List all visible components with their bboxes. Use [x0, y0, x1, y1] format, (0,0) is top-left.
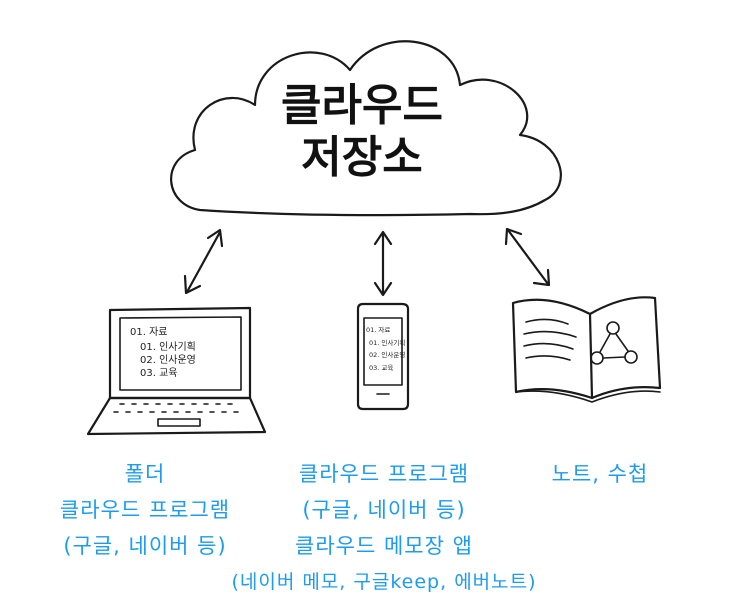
arrow-cloud-laptop	[183, 228, 224, 295]
caption-left: 폴더 클라우드 프로그램 (구글, 네이버 등)	[40, 456, 250, 564]
caption-left-line-2: 클라우드 프로그램	[59, 498, 231, 522]
arrow-cloud-phone	[373, 230, 393, 297]
cloud-title-line2: 저장소	[301, 132, 422, 183]
caption-middle-line-2: (구글, 네이버 등)	[302, 498, 466, 522]
notebook-bottom-edge	[515, 390, 661, 403]
phone-screen-line-1: 01. 자료	[366, 325, 390, 334]
caption-middle-line-1: 클라우드 프로그램	[298, 462, 470, 486]
notebook-text-lines	[523, 318, 577, 361]
cloud: 클라우드 저장소	[170, 40, 562, 217]
cloud-title-line1: 클라우드	[281, 80, 443, 131]
laptop-screen-line-1: 01. 자료	[130, 326, 167, 338]
laptop-screen-line-4: 03. 교육	[140, 367, 177, 379]
phone-icon: 01. 자료 01. 인사기획 02. 인사운영 03. 교육	[356, 302, 410, 411]
phone-screen	[363, 317, 403, 386]
laptop-screen-line-3: 02. 인사운영	[140, 354, 196, 366]
phone-body	[356, 302, 410, 411]
caption-middle-line-3: 클라우드 메모장 앱	[295, 534, 473, 558]
notebook-network-diagram	[590, 321, 638, 365]
phone-screen-line-3: 02. 인사운영	[369, 350, 405, 359]
laptop-screen-line-2: 01. 인사기획	[140, 341, 196, 353]
phone-screen-line-4: 03. 교육	[369, 364, 393, 372]
caption-left-line-1: 폴더	[124, 462, 166, 486]
caption-middle-line-4: (네이버 메모, 구글keep, 에버노트)	[231, 571, 537, 593]
notebook-icon	[511, 296, 662, 403]
laptop-base	[86, 396, 267, 436]
laptop-lid	[108, 306, 252, 400]
laptop-screen	[119, 316, 242, 391]
caption-middle: 클라우드 프로그램 (구글, 네이버 등) 클라우드 메모장 앱 (네이버 메모…	[214, 456, 554, 600]
arrow-cloud-notebook	[504, 227, 551, 287]
laptop-icon: 01. 자료 01. 인사기획 02. 인사운영 03. 교육	[86, 306, 267, 436]
caption-left-line-3: (구글, 네이버 등)	[63, 534, 227, 558]
cloud-outline	[170, 40, 562, 217]
phone-screen-line-2: 01. 인사기획	[369, 338, 405, 347]
notebook-left-page	[511, 298, 594, 400]
caption-right-line-1: 노트, 수첩	[551, 462, 649, 486]
caption-right: 노트, 수첩	[530, 456, 670, 492]
laptop-keys	[113, 403, 239, 427]
notebook-right-page	[588, 296, 662, 400]
